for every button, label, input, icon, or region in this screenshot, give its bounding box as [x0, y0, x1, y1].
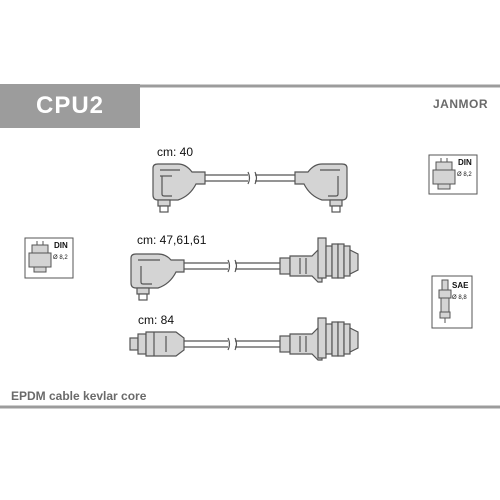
brand-name: JANMOR [432, 97, 488, 111]
sae-size: Ø 8,8 [452, 295, 467, 301]
sae-label: SAE [452, 281, 469, 290]
lead-3-left-boot [129, 331, 185, 357]
lead-2-length-label: cm: 47,61,61 [137, 233, 207, 247]
lead-1-length-label: cm: 40 [157, 145, 194, 159]
lead-2-break [227, 259, 238, 273]
lead-3-break [227, 337, 238, 351]
product-code-box: CPU2 [0, 84, 140, 128]
lead-1-cable [205, 174, 248, 182]
din-top-size: Ø 8,2 [457, 172, 472, 178]
lead-3-length-label: cm: 84 [138, 313, 175, 327]
lead-2-left-boot [130, 253, 185, 301]
product-code: CPU2 [35, 92, 105, 119]
lead-2-cable [184, 262, 228, 270]
lead-3-cable-b [235, 340, 280, 348]
lead-3-drawing [129, 317, 359, 361]
cable-description: EPDM cable kevlar core [11, 389, 147, 403]
lead-1-drawing [152, 163, 348, 213]
lead-1-break [247, 171, 258, 185]
lead-3-cable [184, 340, 228, 348]
lead-1-cable-b [255, 174, 295, 182]
lead-3-right-boot [279, 317, 359, 361]
lead-1-right-boot [294, 163, 348, 213]
lead-2-cable-b [235, 262, 280, 270]
spark-plug-icon [438, 279, 452, 323]
sae-badge-right: SAE Ø 8,8 [431, 275, 473, 329]
din-top-label: DIN [458, 158, 472, 167]
distributor-cap-icon [28, 241, 52, 273]
din-badge-left: DIN Ø 8,2 [24, 237, 74, 279]
lead-1-left-boot [152, 163, 206, 213]
distributor-cap-icon [432, 158, 456, 190]
din-left-label: DIN [54, 241, 68, 250]
lead-2-right-boot [279, 237, 359, 283]
din-left-size: Ø 8,2 [53, 255, 68, 261]
din-badge-top-right: DIN Ø 8,2 [428, 154, 478, 195]
lead-2-drawing [130, 237, 359, 301]
